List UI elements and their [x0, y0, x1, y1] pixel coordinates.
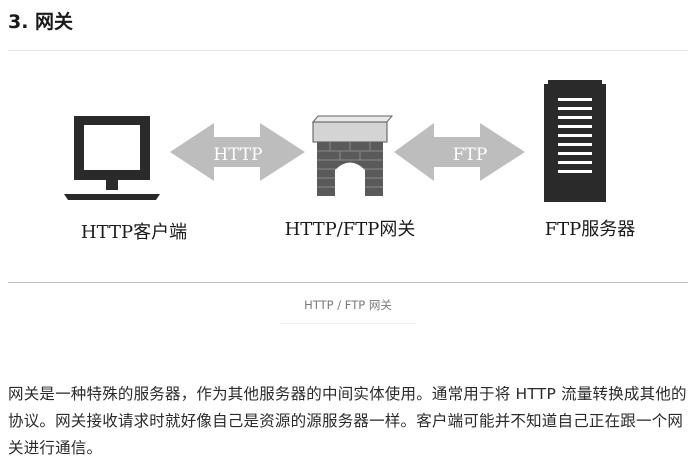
- body-paragraph: 网关是一种特殊的服务器，作为其他服务器的中间实体使用。通常用于将 HTTP 流量…: [8, 385, 687, 457]
- figure-frame: [8, 50, 688, 283]
- gateway-label: HTTP/FTP网关: [285, 219, 416, 240]
- figure-bottom-divider: [8, 282, 688, 283]
- client-label: HTTP客户端: [81, 222, 187, 243]
- figure-caption: HTTP / FTP 网关: [304, 298, 392, 312]
- gateway-arch-icon: [311, 115, 394, 196]
- ftp-arrow-icon: [394, 123, 525, 181]
- figure-top-divider: [8, 50, 688, 51]
- http-arrow-label: HTTP: [213, 145, 262, 165]
- server-tower-icon: [544, 80, 606, 202]
- client-computer-icon: [64, 116, 160, 200]
- http-arrow-icon: [170, 123, 305, 181]
- caption-underline: [280, 323, 416, 324]
- server-label: FTP服务器: [545, 219, 636, 240]
- section-heading: 3. 网关: [8, 11, 74, 33]
- gateway-diagram: HTTP FTP HTTP客户端 HTTP/FTP网关 FTP服务器: [64, 80, 636, 243]
- ftp-arrow-label: FTP: [453, 145, 488, 165]
